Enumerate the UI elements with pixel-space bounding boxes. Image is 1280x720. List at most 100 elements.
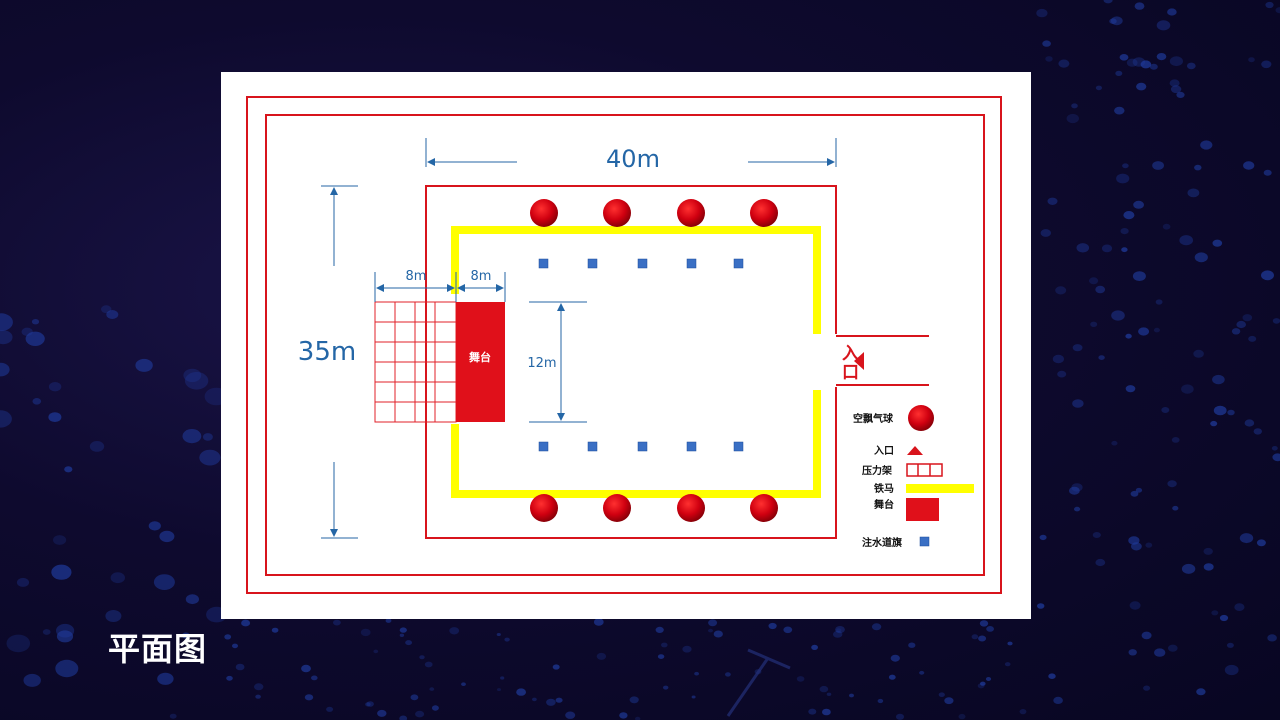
balloon [677, 494, 705, 522]
background-dot [226, 675, 233, 681]
background-dot [1167, 8, 1177, 16]
pressure-rack [374, 301, 457, 423]
background-dot [360, 628, 371, 637]
background-dot [385, 618, 392, 623]
background-dot [1042, 40, 1051, 47]
background-dot [53, 535, 67, 545]
background-dot [405, 640, 412, 646]
background-dot [1110, 16, 1123, 26]
background-dot [1256, 539, 1266, 547]
background-dot [169, 713, 177, 719]
legend-label-iron-barrier: 铁马 [874, 482, 894, 495]
iron-barrier-top [451, 226, 821, 334]
background-dot [1226, 642, 1234, 648]
water-flag [686, 258, 697, 269]
background-dot [1136, 82, 1147, 91]
background-dot [682, 645, 692, 653]
background-dot [691, 695, 696, 699]
background-dot [1196, 688, 1206, 696]
background-dot [1119, 54, 1129, 61]
background-dot [1052, 354, 1064, 364]
background-dot [546, 698, 556, 706]
background-dot [48, 412, 62, 422]
background-dot [796, 676, 805, 682]
water-flag [733, 258, 744, 269]
background-dot [311, 675, 318, 681]
background-dot [596, 652, 607, 660]
background-dot [552, 664, 560, 670]
dimension-rack-label: 8m [406, 269, 427, 284]
background-dot [399, 715, 408, 720]
background-dot [1194, 164, 1202, 171]
background-dot [1111, 440, 1118, 446]
dimension-stage-label: 8m [471, 269, 492, 284]
stage-icon [906, 498, 939, 521]
background-dot [1101, 244, 1113, 253]
background-dot [202, 433, 213, 441]
background-dot [1253, 428, 1263, 435]
background-dot [1129, 601, 1141, 610]
legend-label-entrance: 入口 [874, 445, 894, 457]
background-dot [1055, 286, 1067, 295]
dimension-inner-gap [529, 301, 587, 423]
dimension-stage [457, 272, 506, 302]
background-dot [1211, 610, 1219, 616]
balloons-bottom [530, 494, 778, 522]
background-dot [32, 398, 42, 405]
background-dot [1132, 271, 1146, 281]
background-dot [1103, 0, 1113, 4]
background-dot [496, 633, 501, 636]
dimension-height-label: 35m [298, 337, 356, 367]
background-dot [1125, 333, 1132, 339]
background-dot [1071, 103, 1078, 109]
background-dot [1140, 60, 1152, 69]
background-dot [958, 713, 966, 720]
background-dot [255, 694, 261, 699]
background-dot [1152, 161, 1164, 170]
background-dot [1243, 161, 1255, 170]
background-dot [655, 626, 664, 634]
background-dot [657, 654, 665, 659]
water-flag [538, 258, 549, 269]
background-dot [1095, 85, 1102, 91]
background-dot [373, 649, 379, 654]
background-dot [1176, 91, 1185, 98]
legend-label-stage: 舞台 [874, 498, 894, 511]
background-dot [833, 630, 843, 638]
background-dot [1090, 321, 1098, 327]
background-dot [1193, 349, 1204, 358]
background-dot [1123, 211, 1135, 220]
background-dot [1210, 420, 1218, 427]
background-dot [1089, 277, 1099, 285]
background-dot [504, 637, 510, 642]
background-dot [333, 619, 341, 626]
background-dot [1072, 344, 1083, 352]
background-dot [1236, 320, 1246, 329]
background-dot [1181, 384, 1194, 394]
background-dot [1248, 335, 1257, 342]
background-dot [1095, 285, 1106, 294]
background-dot [182, 429, 202, 444]
background-dot [1007, 641, 1013, 646]
background-dot [431, 705, 439, 711]
iron-barrier-bottom [451, 390, 821, 498]
background-dot [424, 661, 433, 668]
background-dot [635, 716, 641, 720]
background-dot [301, 664, 311, 673]
background-dot [51, 564, 72, 580]
background-dot [1057, 370, 1067, 378]
entrance-label-bottom: 口 [842, 363, 859, 383]
background-dot [1155, 299, 1163, 305]
background-dot [181, 632, 190, 639]
balloon [750, 494, 778, 522]
floor-plan-card: 舞台 [221, 72, 1031, 619]
background-dot [106, 310, 119, 319]
background-dot [1275, 7, 1280, 14]
background-dot [1121, 247, 1128, 253]
pressure-rack-icon [906, 463, 943, 477]
entrance-triangle-icon [854, 352, 864, 370]
background-dot [1212, 374, 1225, 385]
background-dot [980, 681, 986, 686]
entrance-triangle-icon [907, 446, 923, 455]
balloon [530, 494, 558, 522]
